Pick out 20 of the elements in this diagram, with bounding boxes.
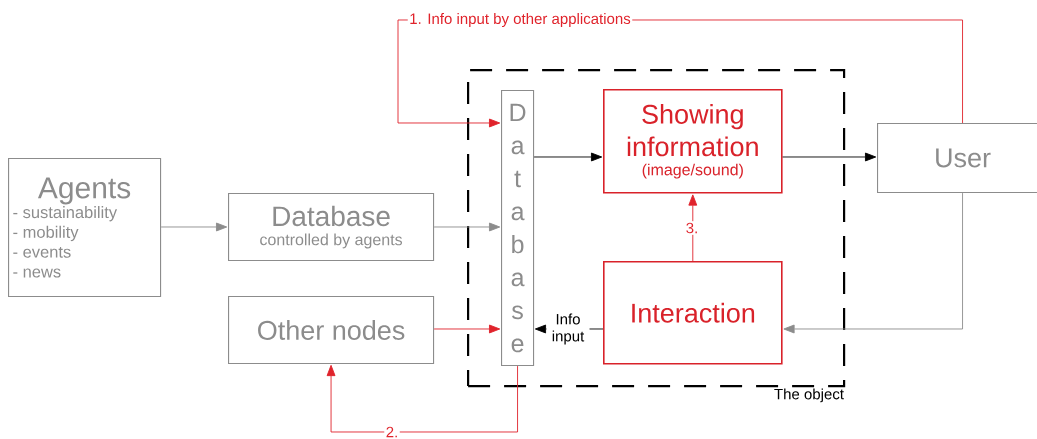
edge-label: Info input — [546, 312, 590, 346]
database-column: Database — [501, 90, 535, 367]
process-box: Database controlled by agents — [228, 193, 435, 262]
edge-label: 2. — [384, 425, 400, 439]
arrow — [433, 324, 501, 334]
arrow — [783, 192, 963, 334]
edge-label: 1. Info input by other applications — [407, 11, 633, 29]
edge-label: 3. — [684, 221, 700, 235]
arrow — [433, 222, 501, 232]
arrow — [782, 152, 877, 162]
process-box: Other nodes — [228, 296, 435, 365]
arrow — [160, 222, 228, 232]
process-box: Showing information (image/sound) — [603, 89, 783, 194]
arrow — [688, 194, 698, 262]
arrow — [533, 152, 603, 162]
process-box: User — [877, 123, 1037, 194]
arrow — [326, 364, 518, 433]
process-box: Agents - sustainability - mobility - events - news — [8, 158, 162, 298]
frame-label: The object — [774, 388, 844, 403]
process-box: Interaction — [603, 261, 783, 365]
